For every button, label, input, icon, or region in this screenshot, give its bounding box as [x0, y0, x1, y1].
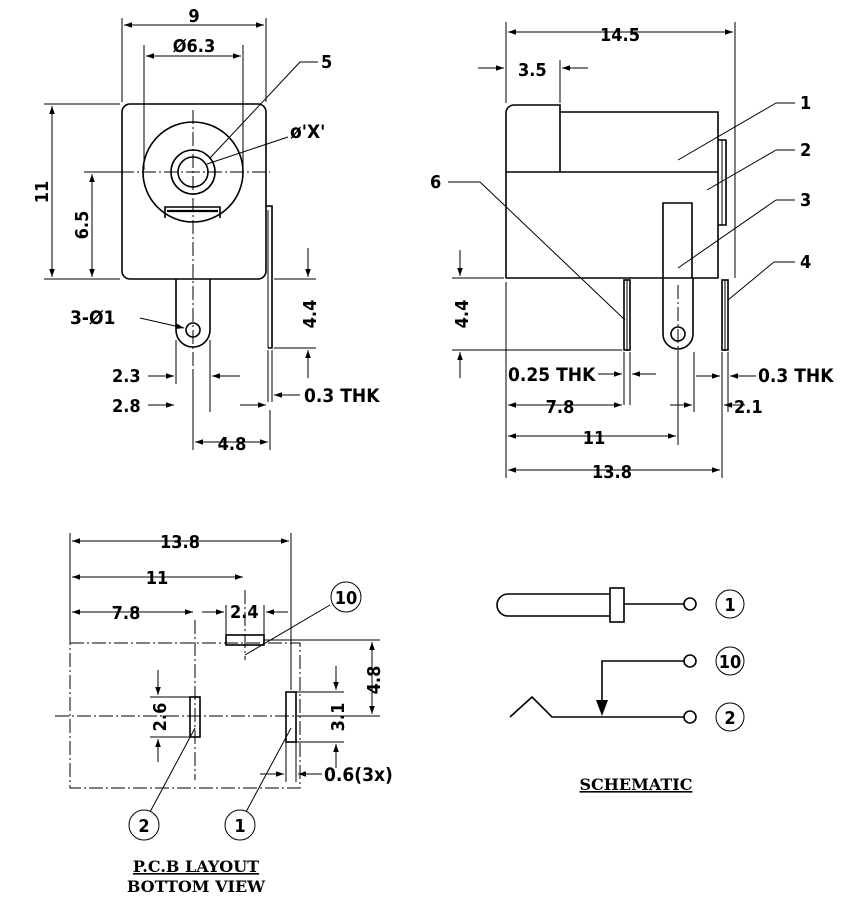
front-body-outline — [121, 103, 267, 280]
callout-5: 5 — [321, 52, 332, 73]
callout-6: 6 — [430, 172, 441, 193]
pcb-dim-d: 4.8 — [364, 666, 385, 695]
dim-side-a: 7.8 — [546, 397, 575, 418]
schematic-pin-10-marker — [715, 646, 745, 676]
callout-1: 1 — [800, 93, 811, 114]
dim-side-b: 2.1 — [734, 397, 763, 418]
dim-side-c: 11 — [583, 428, 606, 449]
pcb-outline — [69, 642, 301, 789]
dim-side-front: 3.5 — [518, 60, 547, 81]
pcb-dim-e: 2.6 — [150, 703, 171, 732]
dim-offset-a: 2.3 — [112, 366, 141, 387]
pcb-layout: 13.8 11 7.8 2.4 10 4.8 2.6 3.1 — [55, 532, 393, 896]
schematic-terminal-2 — [683, 710, 697, 724]
schematic-pin-2-marker — [715, 702, 745, 732]
pad-1-marker — [224, 809, 256, 841]
front-view: 9 Ø6.3 5 ø'X' 11 6.5 3-Ø1 4.4 — [32, 6, 380, 455]
pad-1 — [285, 691, 297, 743]
dim-side-length: 14.5 — [600, 25, 640, 46]
schematic-caption: SCHEMATIC — [580, 775, 693, 794]
dim-side-thk-a: 0.25 THK — [508, 364, 596, 386]
dim-front-thk: 0.3 THK — [304, 385, 380, 407]
pcb-caption-line1: P.C.B LAYOUT — [133, 857, 259, 876]
schematic-terminal-1 — [683, 597, 697, 611]
dim-pin-span: 4.8 — [218, 434, 247, 455]
schematic-pin-2: 2 — [724, 708, 735, 729]
dim-front-width: 9 — [188, 6, 199, 27]
schematic-pin-1-marker — [715, 589, 745, 619]
pcb-pad-1-label: 1 — [234, 816, 245, 837]
callout-3: 3 — [800, 190, 811, 211]
pcb-pad-10-label: 10 — [335, 588, 358, 609]
dim-pin-count: 3-Ø1 — [70, 307, 115, 329]
callout-2: 2 — [800, 140, 811, 161]
schematic: 1 10 2 SCHEMATIC — [496, 587, 745, 794]
pcb-dim-g: 0.6(3x) — [324, 764, 393, 786]
schematic-pin-1: 1 — [724, 595, 735, 616]
pcb-dim-c: 2.4 — [230, 602, 259, 623]
side-body-outline — [505, 104, 719, 279]
dim-offset-b: 2.8 — [112, 396, 141, 417]
dim-hole: Ø6.3 — [173, 36, 215, 57]
dim-side-thk-b: 0.3 THK — [758, 365, 834, 387]
callout-4: 4 — [800, 252, 811, 273]
pad-2-marker — [128, 809, 160, 841]
pcb-dim-f: 3.1 — [328, 703, 349, 732]
dim-side-pin-length: 4.4 — [452, 300, 473, 329]
schematic-pin-10: 10 — [719, 652, 742, 673]
pin-diameter-label: ø'X' — [290, 121, 325, 143]
pcb-dim-b: 7.8 — [112, 603, 141, 624]
pad-10-marker — [330, 581, 362, 613]
pcb-dim-total: 13.8 — [160, 532, 200, 553]
dim-front-pin-length: 4.4 — [300, 300, 321, 329]
dim-side-d: 13.8 — [592, 462, 632, 483]
pcb-caption-line2: BOTTOM VIEW — [127, 877, 266, 896]
pcb-pad-2-label: 2 — [138, 816, 149, 837]
side-view: 14.5 3.5 1 2 3 4 6 4.4 0.25 THK — [430, 22, 834, 483]
pcb-dim-a: 11 — [146, 568, 169, 589]
dim-center-height: 6.5 — [72, 211, 93, 240]
schematic-terminal-10 — [683, 654, 697, 668]
dim-front-height: 11 — [32, 181, 53, 204]
